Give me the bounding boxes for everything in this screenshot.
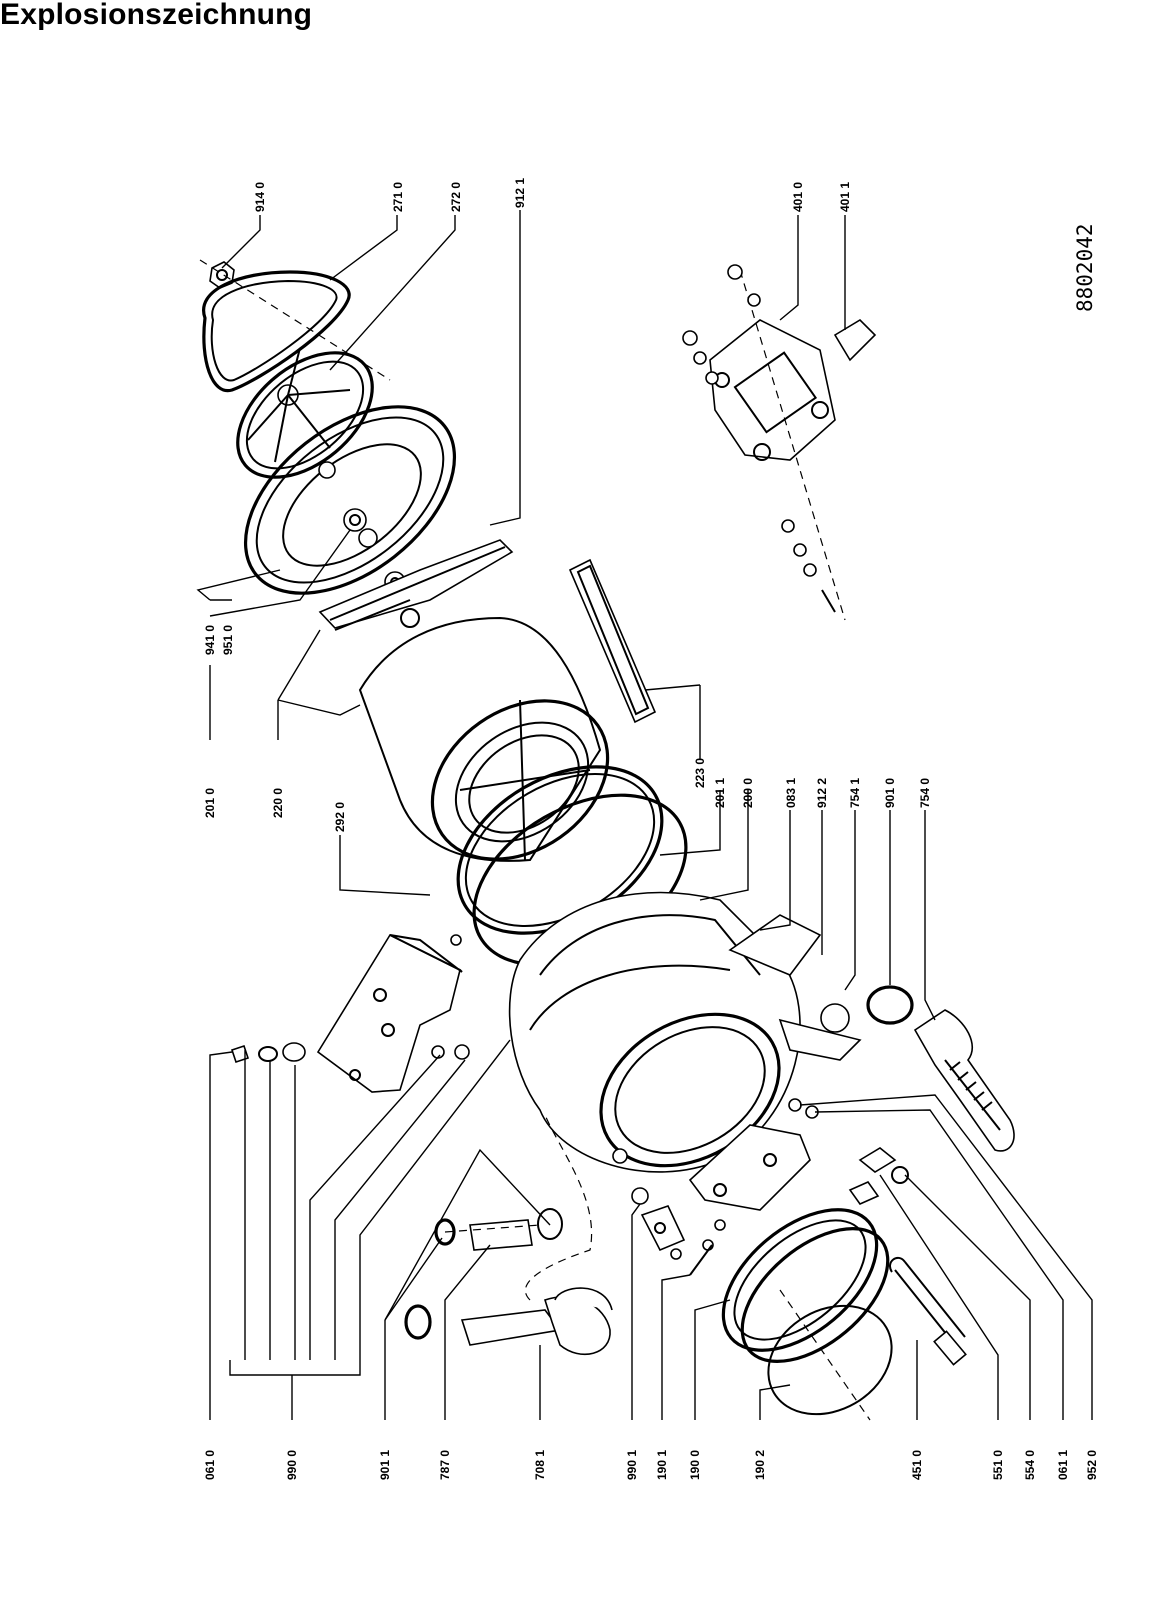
part-label-4011: 401 1 <box>838 182 852 212</box>
part-label-5540: 554 0 <box>1023 1450 1037 1480</box>
perforated-drum <box>358 616 610 862</box>
part-label-5510: 551 0 <box>991 1450 1005 1480</box>
drawing-number: 8802042 <box>1073 223 1097 312</box>
part-labels: 914 0 271 0 272 0 912 1 401 0 401 1 941 0 951 0… <box>203 178 1099 1480</box>
part-label-2720: 272 0 <box>449 182 463 212</box>
part-label-2010: 201 0 <box>203 788 217 818</box>
part-label-2200: 220 0 <box>271 788 285 818</box>
counterweight <box>316 933 470 1093</box>
rear-tub-cover <box>243 405 457 595</box>
part-label-1901: 190 1 <box>655 1450 669 1480</box>
part-label-7541: 754 1 <box>848 778 862 808</box>
part-label-7870: 787 0 <box>438 1450 452 1480</box>
counterweight-fixings <box>230 1042 306 1064</box>
part-label-4510: 451 0 <box>910 1450 924 1480</box>
part-label-0610: 061 0 <box>203 1450 217 1480</box>
leader-lines-bottom <box>209 1039 1093 1420</box>
part-label-9010: 901 0 <box>883 778 897 808</box>
page-title: Explosionszeichnung <box>0 0 313 31</box>
part-label-9011: 901 1 <box>378 1450 392 1480</box>
part-label-7081: 708 1 <box>533 1450 547 1480</box>
drum-lifter <box>568 558 657 724</box>
part-label-9122: 912 2 <box>815 778 829 808</box>
part-label-9900: 990 0 <box>285 1450 299 1480</box>
part-label-0831: 083 1 <box>784 778 798 808</box>
belt-group <box>199 259 391 393</box>
part-label-9410: 941 0 <box>203 625 217 655</box>
part-label-9121: 912 1 <box>513 178 527 208</box>
part-label-9140: 914 0 <box>253 182 267 212</box>
part-label-4010: 401 0 <box>791 182 805 212</box>
part-label-2011: 201 1 <box>713 778 727 808</box>
part-label-2000: 200 0 <box>741 778 755 808</box>
part-label-2230: 223 0 <box>693 758 707 788</box>
tub-fixings <box>631 1187 726 1276</box>
drain-hose <box>820 985 1015 1152</box>
part-label-1902: 190 2 <box>753 1450 767 1480</box>
inlet-hose <box>404 1114 613 1356</box>
small-parts <box>788 1098 909 1205</box>
part-label-0611: 061 1 <box>1056 1450 1070 1480</box>
drum-spider <box>318 539 514 631</box>
washing-tub <box>508 891 862 1173</box>
part-label-9520: 952 0 <box>1085 1450 1099 1480</box>
part-label-7540: 754 0 <box>918 778 932 808</box>
leader-lines <box>196 210 936 1021</box>
drum-pulley <box>236 347 374 479</box>
part-label-2920: 292 0 <box>333 802 347 832</box>
part-label-9901: 990 1 <box>625 1450 639 1480</box>
part-label-2710: 271 0 <box>391 182 405 212</box>
part-label-1900: 190 0 <box>688 1450 702 1480</box>
part-label-9510: 951 0 <box>221 625 235 655</box>
door-boot <box>688 1124 893 1421</box>
motor <box>682 264 877 621</box>
heating-element <box>889 1256 967 1366</box>
